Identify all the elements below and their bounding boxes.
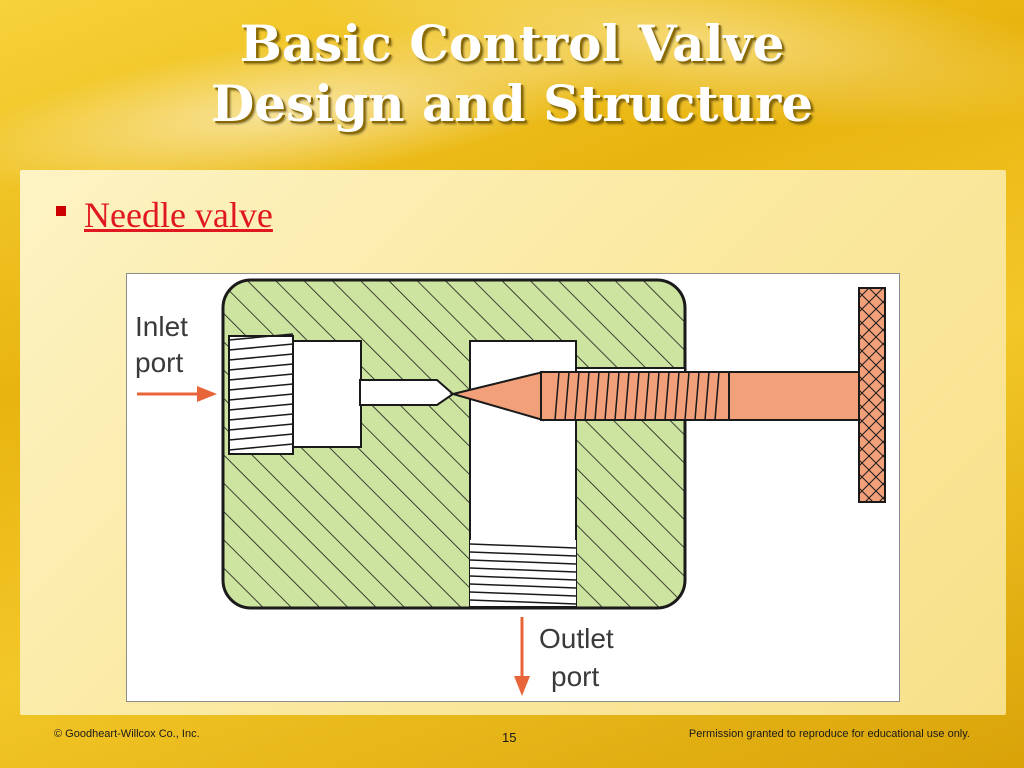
- inlet-arrow-icon: [137, 386, 217, 402]
- stem-threads: [554, 371, 720, 421]
- title-line-1: Basic Control Valve: [239, 14, 785, 73]
- footer-copyright: © Goodheart-Willcox Co., Inc.: [54, 728, 200, 740]
- slide-title: Basic Control Valve Design and Structure: [0, 14, 1024, 134]
- outlet-label-line-2: port: [551, 661, 599, 692]
- square-bullet-icon: [56, 206, 66, 216]
- footer-permission: Permission granted to reproduce for educ…: [688, 728, 970, 740]
- inlet-threads: [228, 333, 294, 451]
- footer-page-number: 15: [502, 730, 517, 745]
- inlet-chamber: [292, 340, 362, 448]
- outlet-label-line-1: Outlet: [539, 623, 614, 654]
- knurled-handle: [858, 287, 886, 503]
- needle-valve-diagram: Inlet port Outlet port: [126, 273, 900, 702]
- inlet-passage: [359, 379, 455, 406]
- outlet-arrow-icon: [514, 617, 530, 696]
- outlet-threads: [469, 540, 577, 606]
- needle-valve-link[interactable]: Needle valve: [84, 195, 273, 235]
- inlet-label-line-1: Inlet: [135, 311, 188, 342]
- title-line-2: Design and Structure: [210, 74, 814, 133]
- bullet-item: Needle valve: [56, 193, 273, 237]
- inlet-label-line-2: port: [135, 347, 183, 378]
